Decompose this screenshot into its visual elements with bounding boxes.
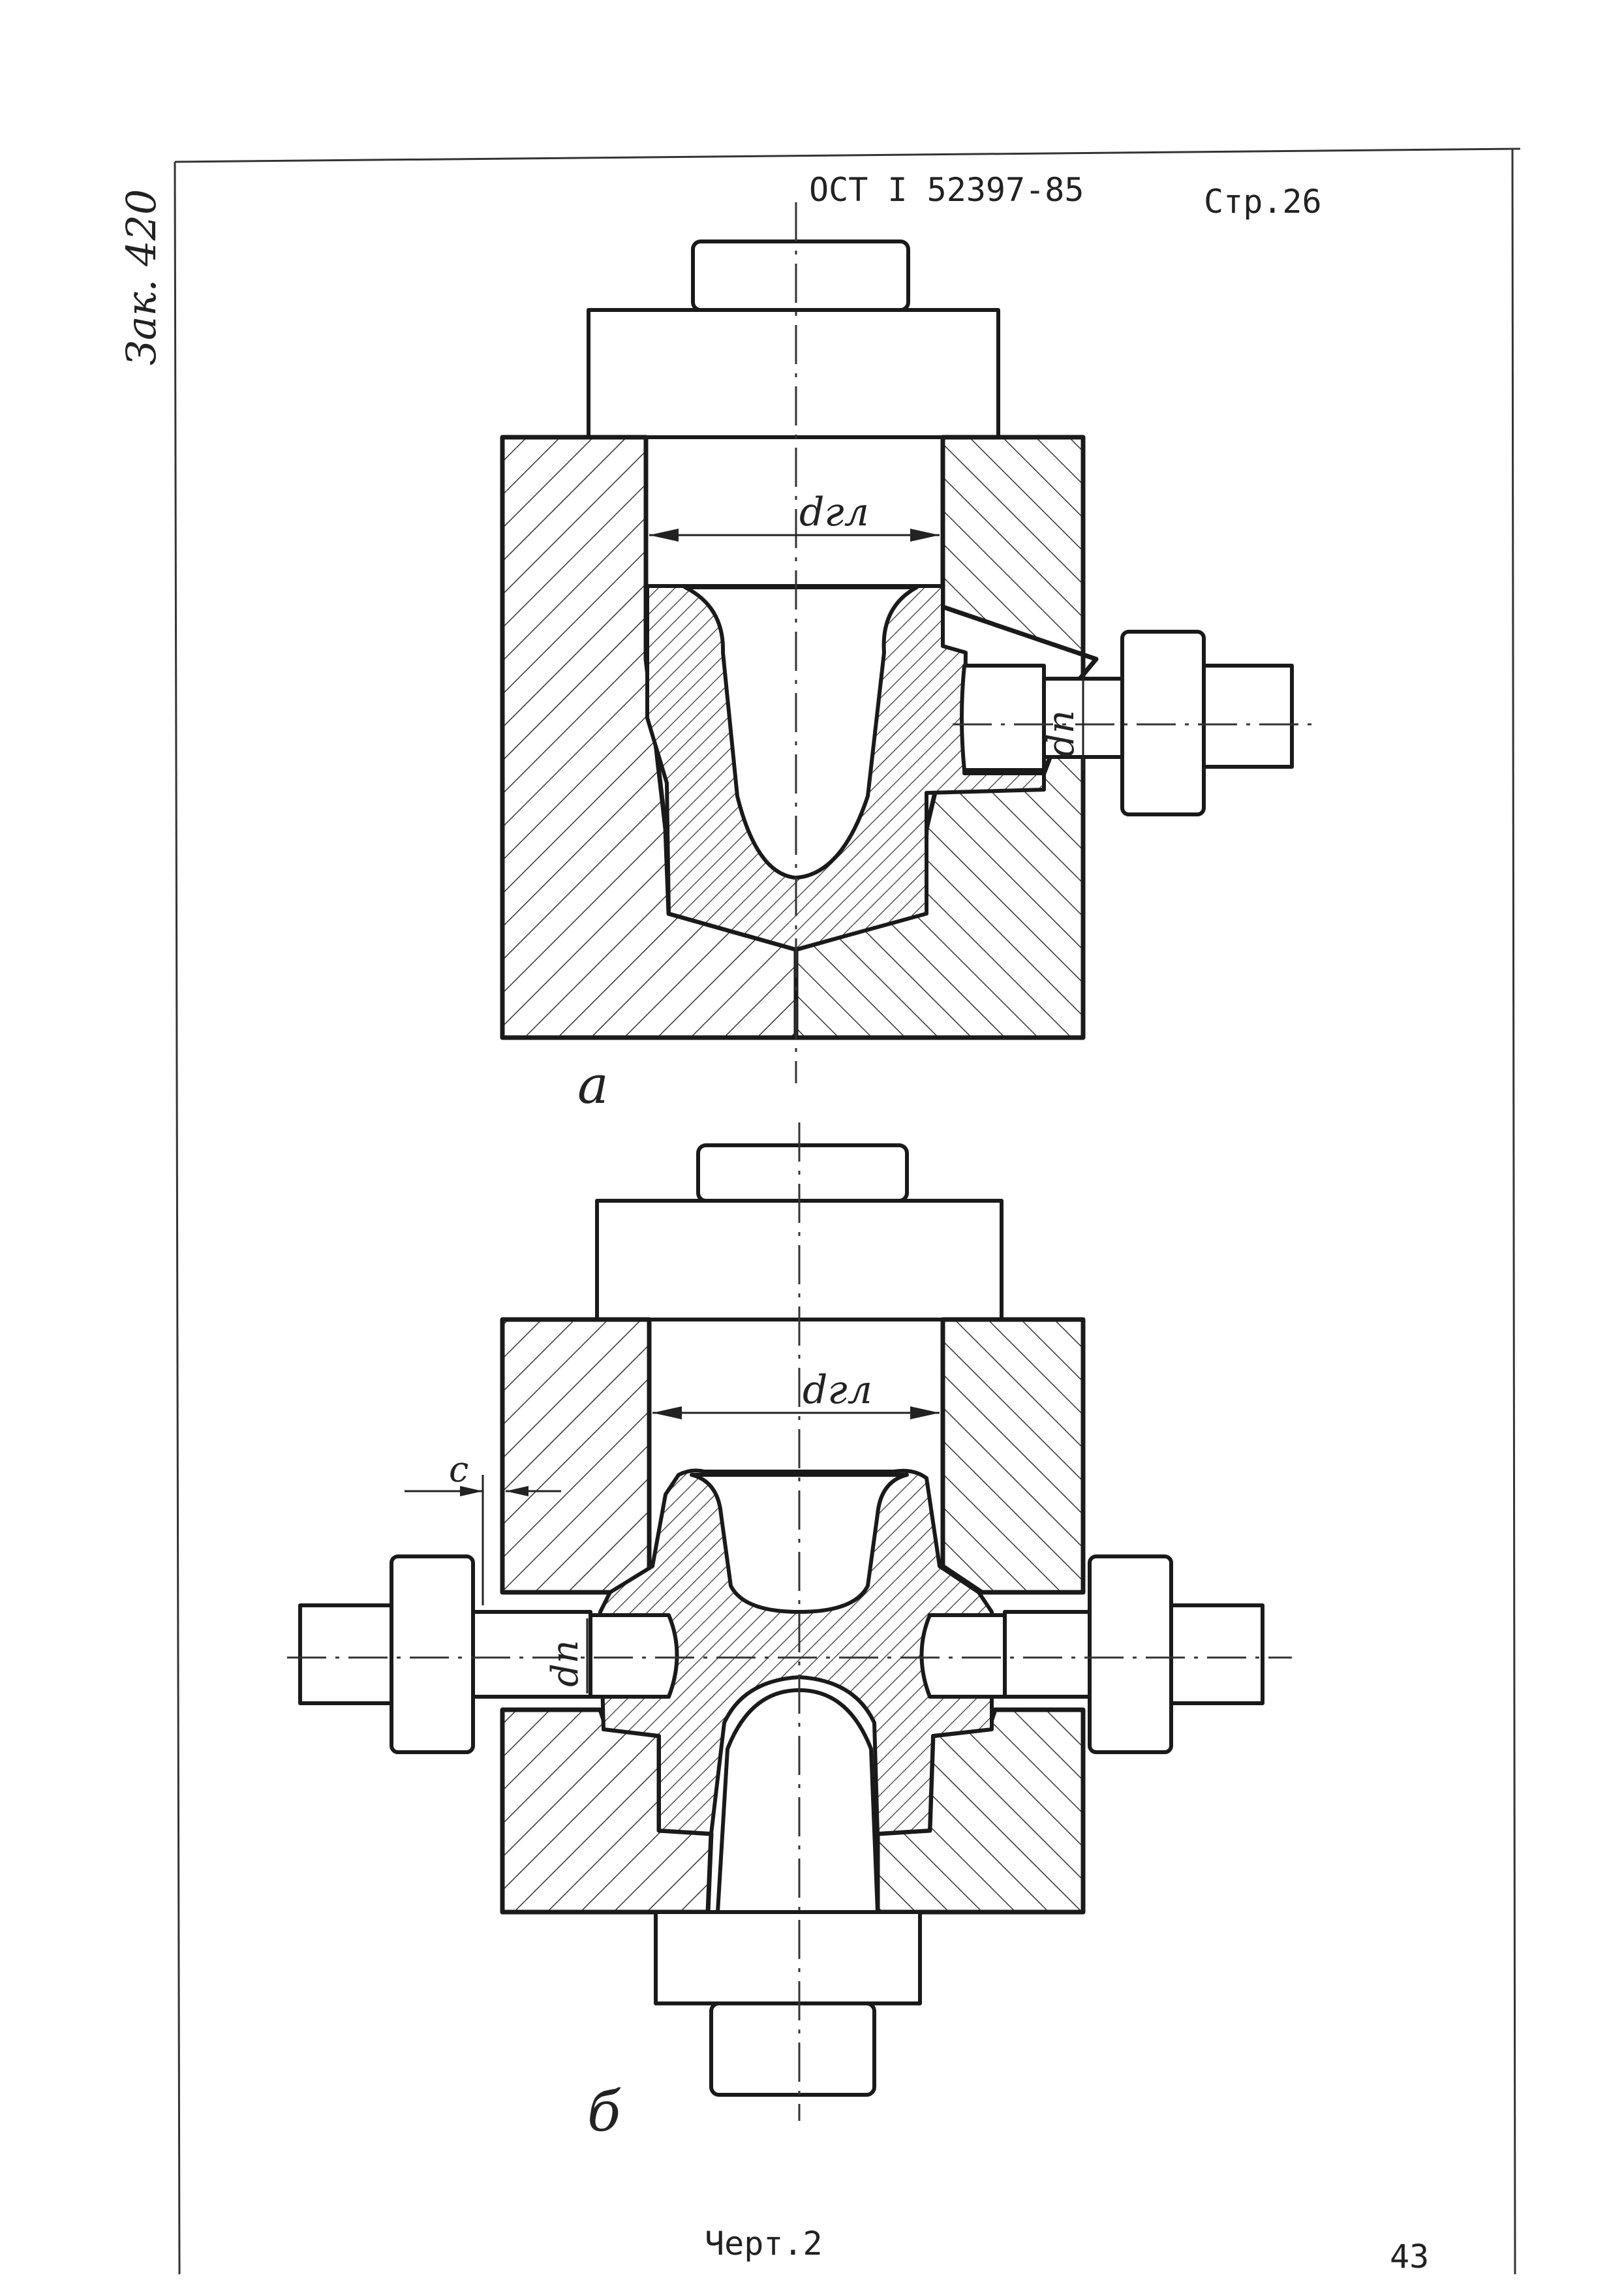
upper-die-left-b	[500, 1317, 652, 1595]
drawing-b: dгл c dп б	[287, 1122, 1292, 2144]
page-number: 43	[1390, 2238, 1429, 2276]
left-punch-rod-b	[471, 1610, 592, 1699]
standard-number: ОСТ I 52397-85	[809, 171, 1084, 209]
right-punch-flange-b	[1088, 1554, 1173, 1754]
drawing-label-a: а	[577, 1055, 609, 1115]
punch-stem-a	[691, 239, 910, 312]
page-frame	[174, 147, 1521, 2275]
arrow-right-b	[910, 1406, 940, 1419]
arrow-c-left-b	[460, 1486, 483, 1496]
left-punch-tip-b	[589, 1613, 679, 1699]
punch-head-a	[587, 308, 1000, 439]
arrow-left-b	[652, 1406, 682, 1419]
page-label: Стр.26	[1204, 183, 1322, 221]
upper-die-right-b	[940, 1317, 1086, 1595]
drawing-label-b: б	[587, 2080, 621, 2144]
left-punch-shaft-b	[298, 1603, 393, 1705]
bottom-punch-stem-b	[709, 2001, 876, 2097]
figure-caption: Черт.2	[705, 2225, 823, 2263]
right-punch-shaft-b	[1169, 1603, 1264, 1705]
dim-label-dgl-b: dгл	[803, 1367, 872, 1413]
arrow-c-right-b	[506, 1486, 529, 1496]
right-punch-tip-b	[919, 1613, 1007, 1699]
dim-label-dgl-a: dгл	[799, 489, 869, 535]
side-punch-tip-a	[960, 664, 1046, 772]
arrow-left-a	[649, 529, 679, 542]
side-punch-flange-a	[1120, 630, 1206, 816]
right-punch-rod-b	[1003, 1610, 1092, 1699]
arrow-right-a	[910, 529, 940, 542]
cavity-bottom-b	[716, 1688, 880, 1914]
top-punch-stem-b	[696, 1143, 909, 1203]
side-punch-shaft-a	[1202, 664, 1294, 769]
dim-label-dp-a: dп	[1040, 710, 1082, 757]
drawing-a: dгл dп а	[500, 202, 1311, 1115]
dim-label-c-b: c	[449, 1449, 468, 1490]
dim-label-dp-b: dп	[544, 1640, 587, 1687]
bottom-punch-head-b	[654, 1910, 922, 2005]
cavity-top-b	[690, 1473, 909, 1614]
order-note: Зак. 420	[117, 189, 165, 365]
forging-b	[598, 1468, 994, 1836]
left-punch-flange-b	[390, 1554, 475, 1754]
